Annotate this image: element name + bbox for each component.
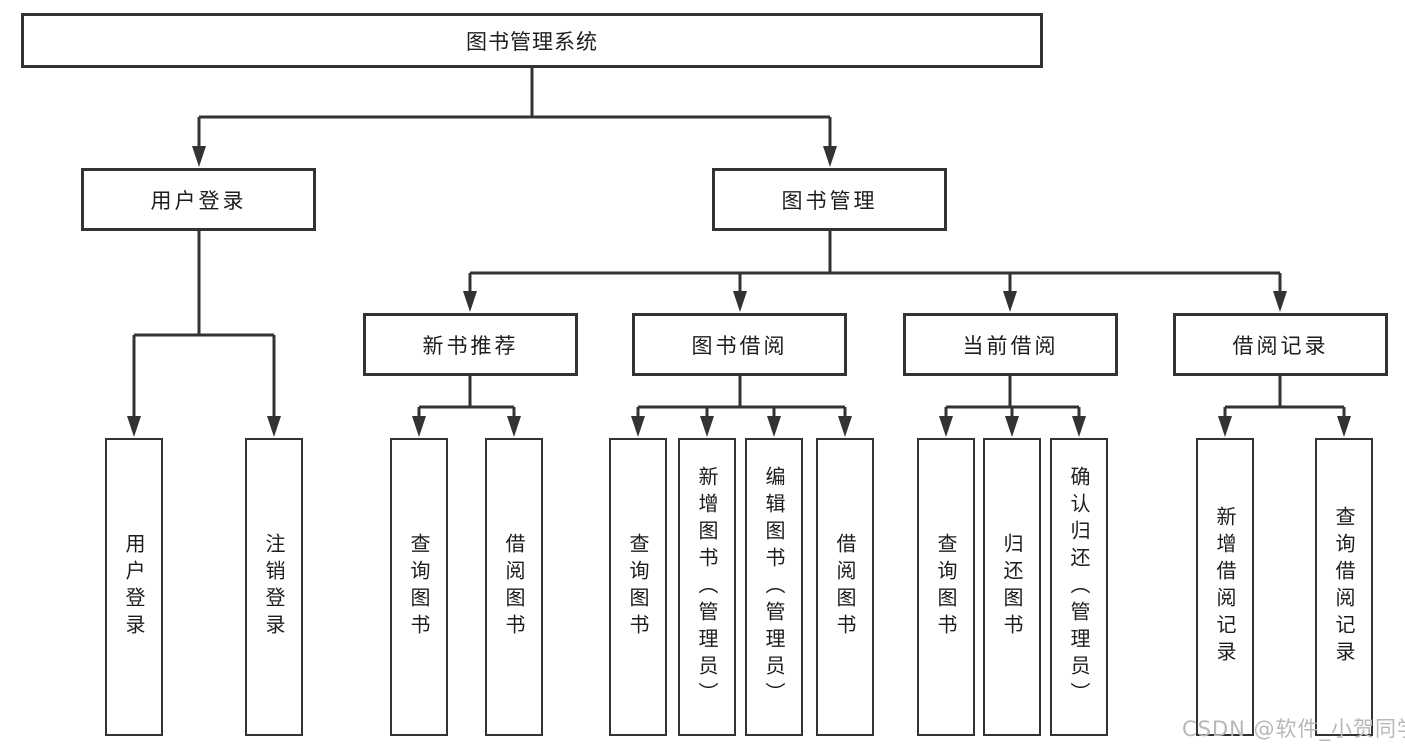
arrowheads — [127, 146, 1351, 437]
leaf-confirm-return-admin: 确认归还（管理员） — [1050, 438, 1108, 736]
node-borrowing-records: 借阅记录 — [1173, 313, 1388, 376]
watermark: CSDN @软件_小贺同学 — [1182, 717, 1405, 741]
node-library-system: 图书管理系统 — [21, 13, 1043, 68]
leaf-logout-login: 注销登录 — [245, 438, 303, 736]
node-user-login-branch-label: 用户登录 — [150, 188, 247, 213]
node-book-borrowing-label: 图书借阅 — [691, 333, 788, 358]
leaf-edit-books-admin: 编辑图书（管理员） — [745, 438, 803, 736]
leaf-user-login: 用户登录 — [105, 438, 163, 736]
node-book-borrowing: 图书借阅 — [632, 313, 847, 376]
node-current-borrowing-label: 当前借阅 — [962, 333, 1059, 358]
node-borrowing-records-label: 借阅记录 — [1232, 333, 1329, 358]
leaf-query-books-recommend: 查询图书 — [390, 438, 448, 736]
leaf-return-books: 归还图书 — [983, 438, 1041, 736]
node-library-system-label: 图书管理系统 — [466, 29, 598, 54]
node-current-borrowing: 当前借阅 — [903, 313, 1118, 376]
leaf-query-borrow-record: 查询借阅记录 — [1315, 438, 1373, 736]
leaf-query-books-borrow: 查询图书 — [609, 438, 667, 736]
leaf-query-books-current: 查询图书 — [917, 438, 975, 736]
leaf-add-borrow-record: 新增借阅记录 — [1196, 438, 1254, 736]
node-new-book-recommend-label: 新书推荐 — [422, 333, 519, 358]
node-new-book-recommend: 新书推荐 — [363, 313, 578, 376]
leaf-add-books-admin: 新增图书（管理员） — [678, 438, 736, 736]
node-book-management-branch: 图书管理 — [712, 168, 947, 231]
leaf-borrow-books-recommend: 借阅图书 — [485, 438, 543, 736]
leaf-borrow-books: 借阅图书 — [816, 438, 874, 736]
node-user-login-branch: 用户登录 — [81, 168, 316, 231]
node-book-management-branch-label: 图书管理 — [781, 188, 878, 213]
